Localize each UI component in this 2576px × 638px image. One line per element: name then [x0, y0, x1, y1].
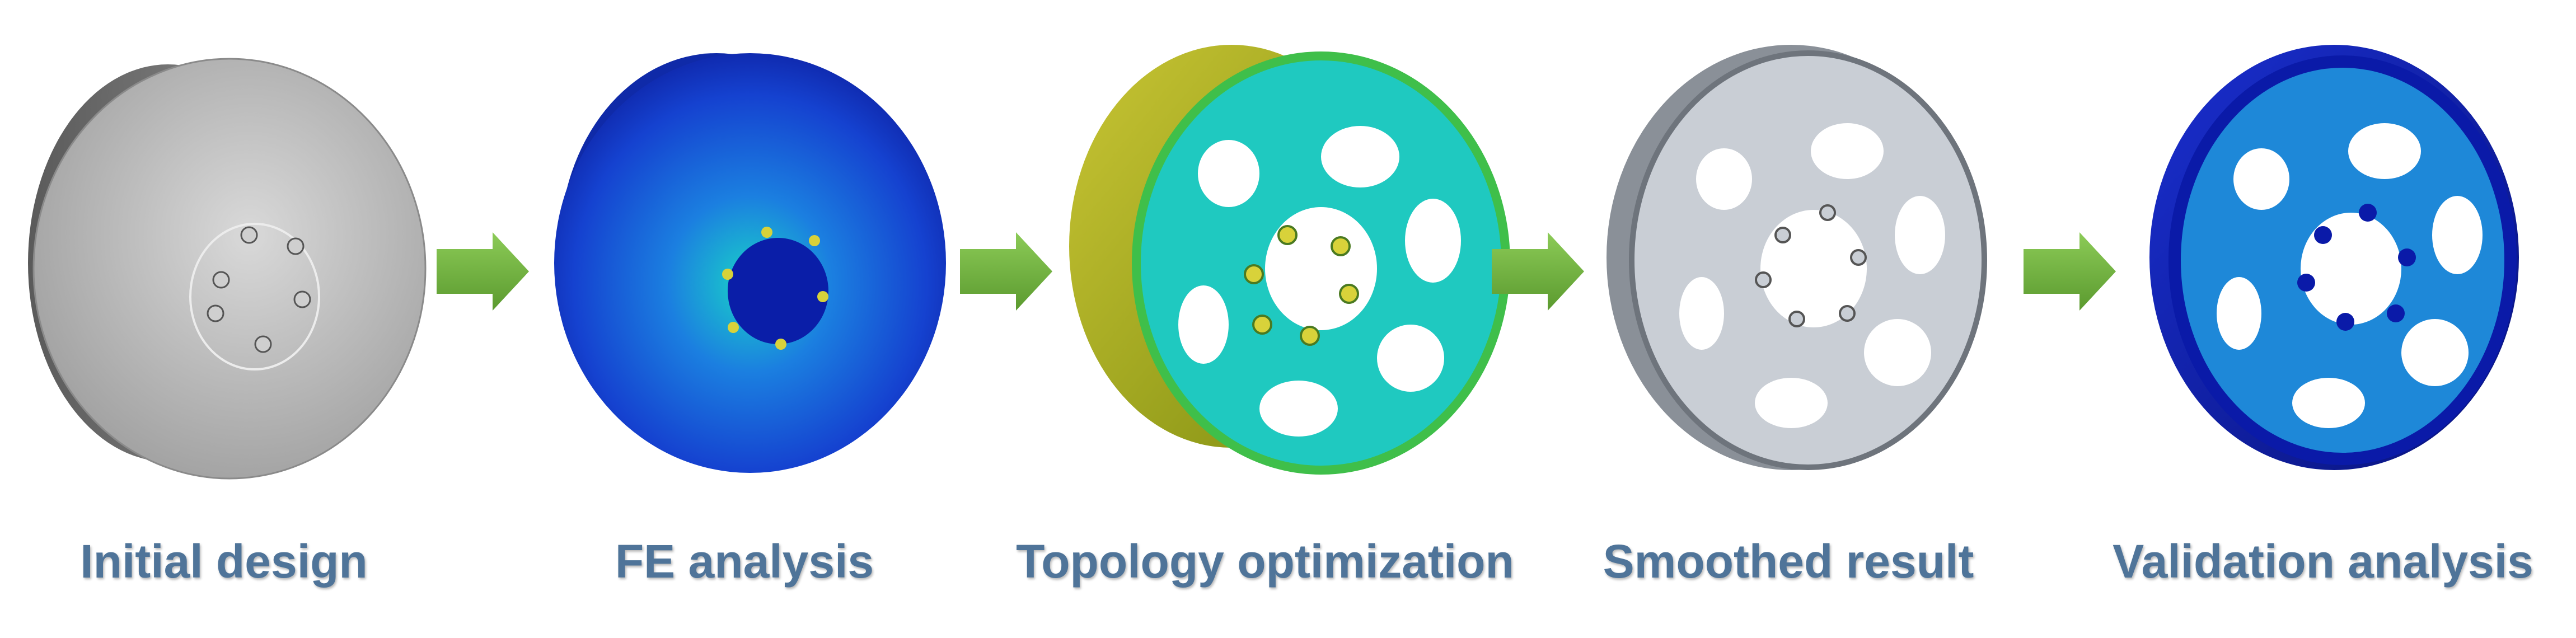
wheel-topology-optimization: [1069, 45, 1510, 475]
wheel-smoothed-result: [1607, 45, 1987, 470]
right-arrow-icon: [2024, 232, 2116, 311]
step-label-validation-analysis: Validation analysis: [2113, 535, 2533, 588]
wheel-fe-analysis: [554, 53, 946, 473]
right-arrow-icon: [960, 232, 1052, 311]
right-arrow-icon: [1492, 232, 1584, 311]
wheel-initial-design: [28, 58, 427, 480]
step-label-topology-optimization: Topology optimization: [1016, 535, 1514, 588]
wheel-validation-analysis: [2149, 45, 2519, 470]
step-label-fe-analysis: FE analysis: [615, 535, 874, 588]
step-label-initial-design: Initial design: [80, 535, 368, 588]
right-arrow-icon: [437, 232, 529, 311]
step-label-smoothed-result: Smoothed result: [1603, 535, 1974, 588]
